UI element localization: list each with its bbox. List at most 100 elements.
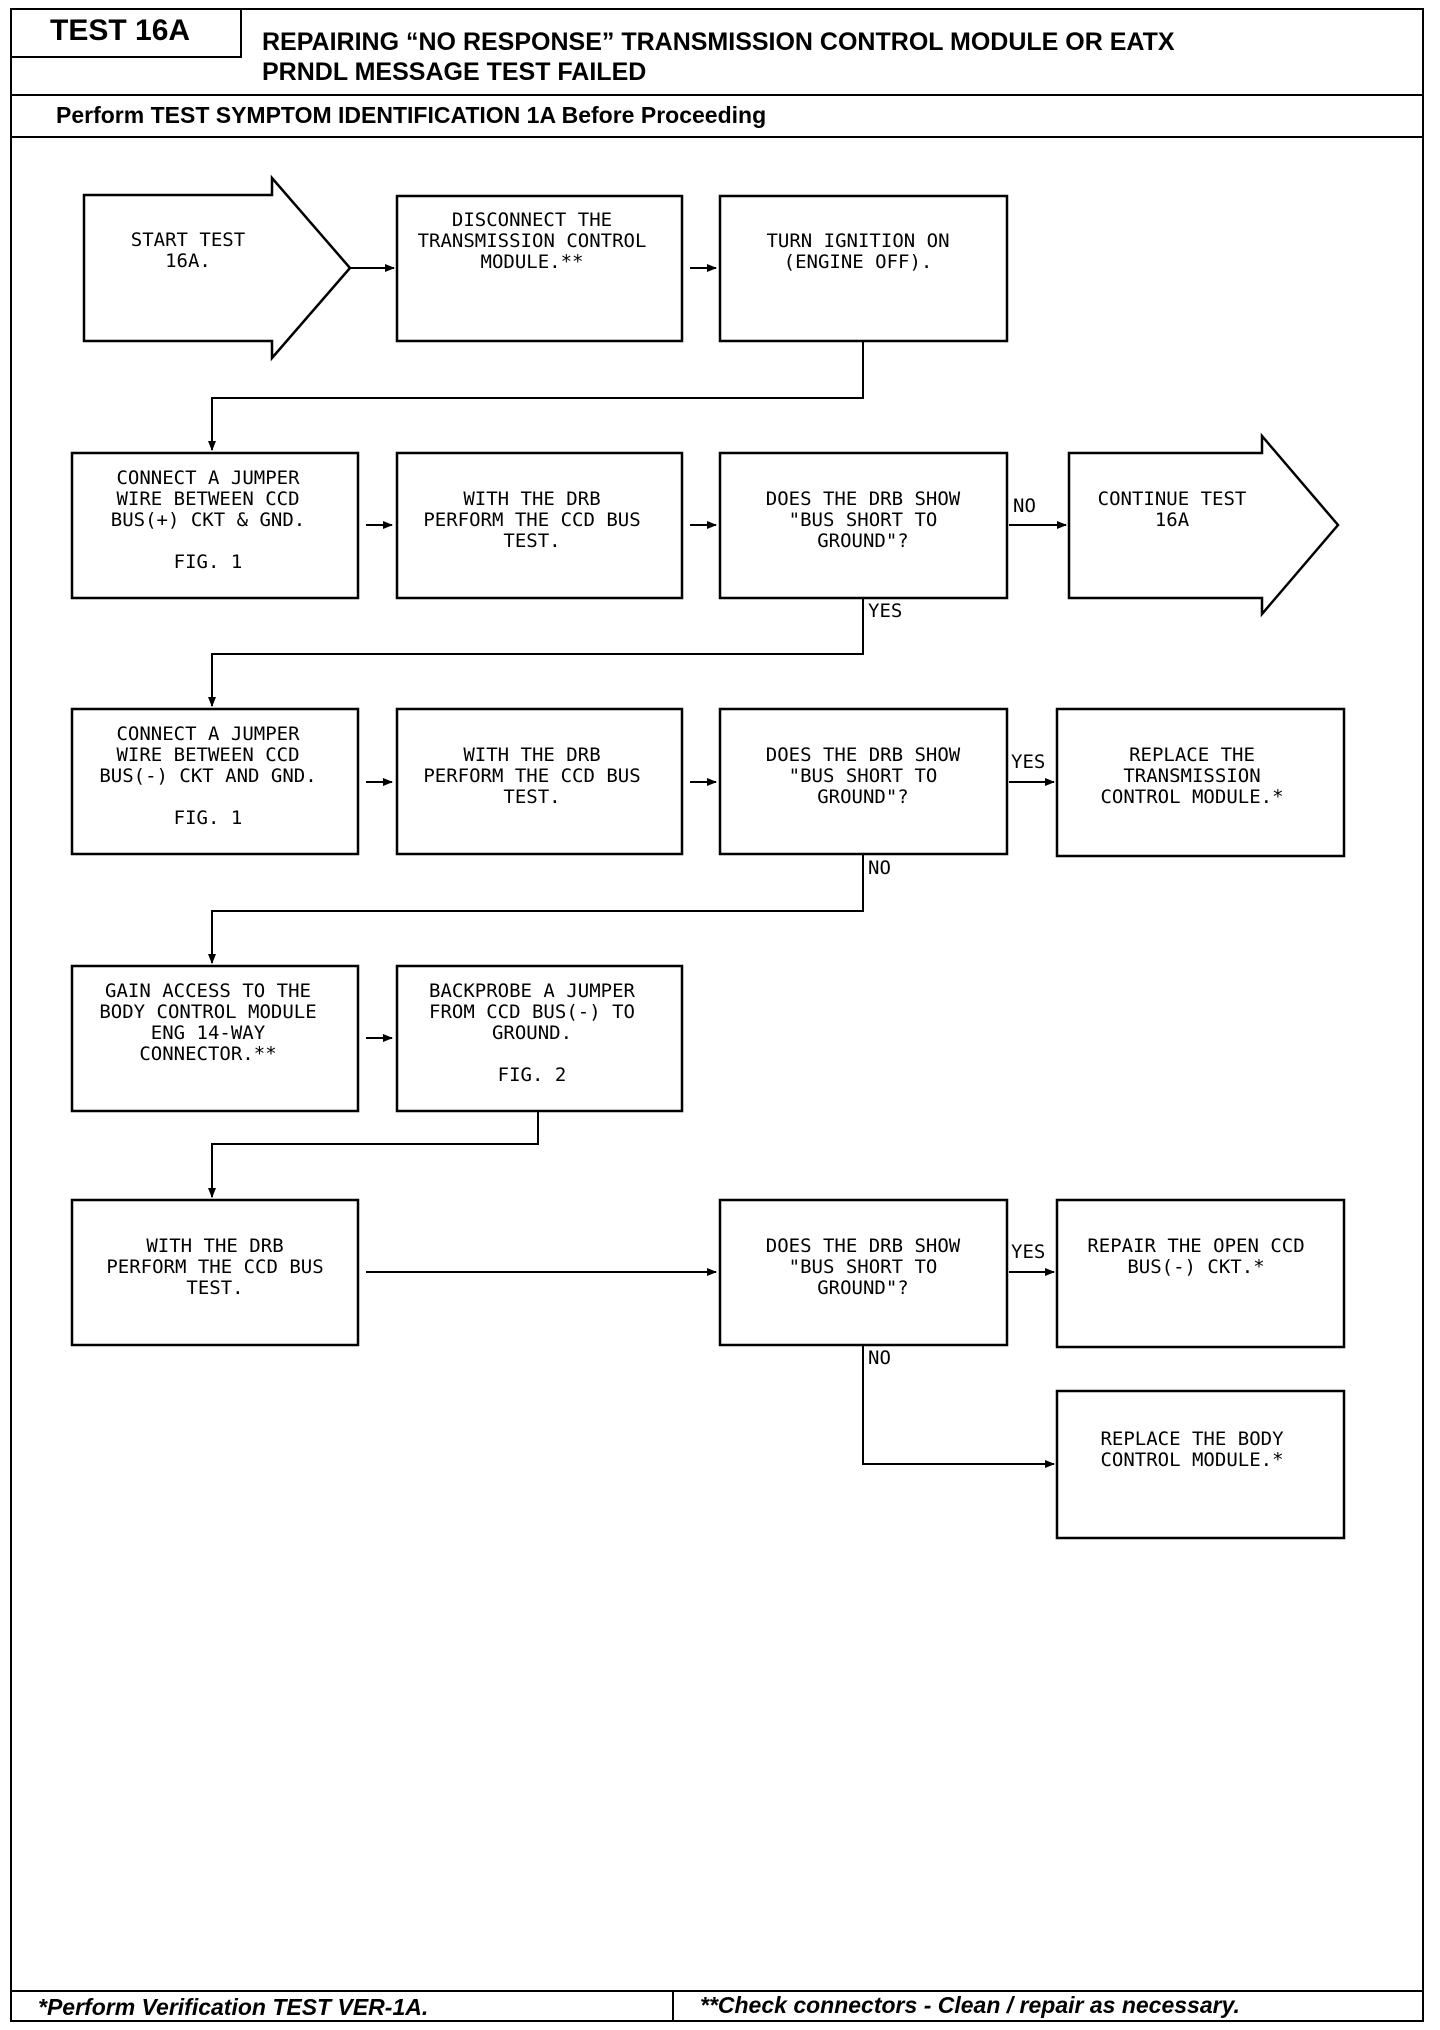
repair-open-line-2: BUS(-) CKT.* <box>1127 1256 1264 1278</box>
jumper-plus-line-2: WIRE BETWEEN CCD <box>116 488 299 510</box>
drb-test-2-line-2: PERFORM THE CCD BUS <box>423 765 640 787</box>
replace-tcm-line-1: REPLACE THE <box>1129 744 1255 766</box>
decision-2-line-3: GROUND"? <box>817 786 909 808</box>
replace-tcm-box <box>1055 707 1346 858</box>
label-decision2-yes: YES <box>1011 751 1045 773</box>
continue-line-1: CONTINUE TEST <box>1098 488 1247 510</box>
page-title-line1: REPAIRING “NO RESPONSE” TRANSMISSION CON… <box>262 28 1175 56</box>
label-decision2-no: NO <box>868 857 891 879</box>
repair-open-line-1: REPAIR THE OPEN CCD <box>1087 1235 1304 1257</box>
replace-bcm-box <box>1055 1389 1346 1540</box>
arrow-decision1-yes <box>208 598 864 707</box>
label-decision3-no: NO <box>868 1347 891 1369</box>
decision-2-line-2: "BUS SHORT TO <box>789 765 938 787</box>
arrow-backprobe-to-row5 <box>208 1111 539 1198</box>
start-line-2: 16A. <box>165 250 211 272</box>
decision-3-line-1: DOES THE DRB SHOW <box>766 1235 961 1257</box>
arrow-ignition-to-row2 <box>208 341 864 451</box>
disconnect-tcm-box <box>395 194 684 343</box>
backprobe-box <box>395 964 684 1113</box>
gain-access-line-1: GAIN ACCESS TO THE <box>105 980 311 1002</box>
drb-test-1-line-3: TEST. <box>503 530 560 552</box>
disconnect-line-2: TRANSMISSION CONTROL <box>418 230 647 252</box>
disconnect-line-3: MODULE.** <box>481 251 584 273</box>
drb-test-2-line-1: WITH THE DRB <box>463 744 600 766</box>
drb-test-3-line-2: PERFORM THE CCD BUS <box>106 1256 323 1278</box>
page-frame <box>10 8 1424 2022</box>
decision-3-line-3: GROUND"? <box>817 1277 909 1299</box>
jumper-plus-line-3: BUS(+) CKT & GND. <box>111 509 305 531</box>
label-decision1-no: NO <box>1013 495 1036 517</box>
label-decision1-yes: YES <box>868 600 902 622</box>
ignition-on-text: TURN IGNITION ON(ENGINE OFF). <box>766 230 949 273</box>
replace-tcm-line-3: CONTROL MODULE.* <box>1100 786 1283 808</box>
decision-3-box <box>718 1198 1009 1347</box>
ignition-line-2: (ENGINE OFF). <box>784 251 933 273</box>
replace-bcm-line-1: REPLACE THE BODY <box>1100 1428 1284 1450</box>
replace-tcm-line-2: TRANSMISSION <box>1123 765 1260 787</box>
start-line-1: START TEST <box>131 229 245 251</box>
jumper-minus-line-1: CONNECT A JUMPER <box>116 723 300 745</box>
page-subtitle: Perform TEST SYMPTOM IDENTIFICATION 1A B… <box>56 102 767 128</box>
footer-separator <box>672 1990 674 2022</box>
label-decision3-yes: YES <box>1011 1241 1045 1263</box>
backprobe-line-1: BACKPROBE A JUMPER <box>429 980 635 1002</box>
gain-access-line-3: ENG 14-WAY <box>151 1022 266 1044</box>
decision-3-line-2: "BUS SHORT TO <box>789 1256 938 1278</box>
drb-test-1-box <box>395 451 684 600</box>
footer-right-note: **Check connectors - Clean / repair as n… <box>700 1992 1240 2018</box>
ignition-on-box <box>718 194 1009 343</box>
arrow-decision3-no <box>862 1345 1055 1468</box>
page-title-line2: PRNDL MESSAGE TEST FAILED <box>262 58 647 86</box>
header-divider <box>10 94 1424 96</box>
decision-1-line-3: GROUND"? <box>817 530 909 552</box>
jumper-plus-line-5: FIG. 1 <box>174 551 243 573</box>
footer-divider <box>10 1990 1424 1992</box>
jumper-minus-line-3: BUS(-) CKT AND GND. <box>99 765 316 787</box>
jumper-plus-line-1: CONNECT A JUMPER <box>116 467 300 489</box>
decision-1-line-1: DOES THE DRB SHOW <box>766 488 961 510</box>
backprobe-line-2: FROM CCD BUS(-) TO <box>429 1001 635 1023</box>
test-id: TEST 16A <box>50 14 191 47</box>
jumper-minus-line-5: FIG. 1 <box>174 807 243 829</box>
backprobe-line-5: FIG. 2 <box>498 1064 567 1086</box>
drb-test-3-line-3: TEST. <box>186 1277 243 1299</box>
test-id-box <box>10 8 242 58</box>
decision-1-box <box>718 451 1009 600</box>
drb-test-1-line-1: WITH THE DRB <box>463 488 600 510</box>
drb-test-2-box <box>395 707 684 856</box>
drb-test-2-line-3: TEST. <box>503 786 560 808</box>
drb-test-1-line-2: PERFORM THE CCD BUS <box>423 509 640 531</box>
jumper-minus-line-2: WIRE BETWEEN CCD <box>116 744 299 766</box>
continue-line-2: 16A <box>1155 509 1190 531</box>
backprobe-line-3: GROUND. <box>492 1022 572 1044</box>
footer-left-note: *Perform Verification TEST VER-1A. <box>38 1994 429 2020</box>
decision-2-box <box>718 707 1009 856</box>
gain-access-line-4: CONNECTOR.** <box>139 1043 276 1065</box>
drb-test-3-box <box>70 1198 360 1347</box>
repair-open-box <box>1055 1198 1346 1349</box>
start-node-shape <box>82 174 352 362</box>
disconnect-line-1: DISCONNECT THE <box>452 209 612 231</box>
arrow-decision2-no <box>208 854 864 964</box>
drb-test-3-line-1: WITH THE DRB <box>146 1235 283 1257</box>
continue-node-shape <box>1067 432 1340 618</box>
decision-2-line-1: DOES THE DRB SHOW <box>766 744 961 766</box>
